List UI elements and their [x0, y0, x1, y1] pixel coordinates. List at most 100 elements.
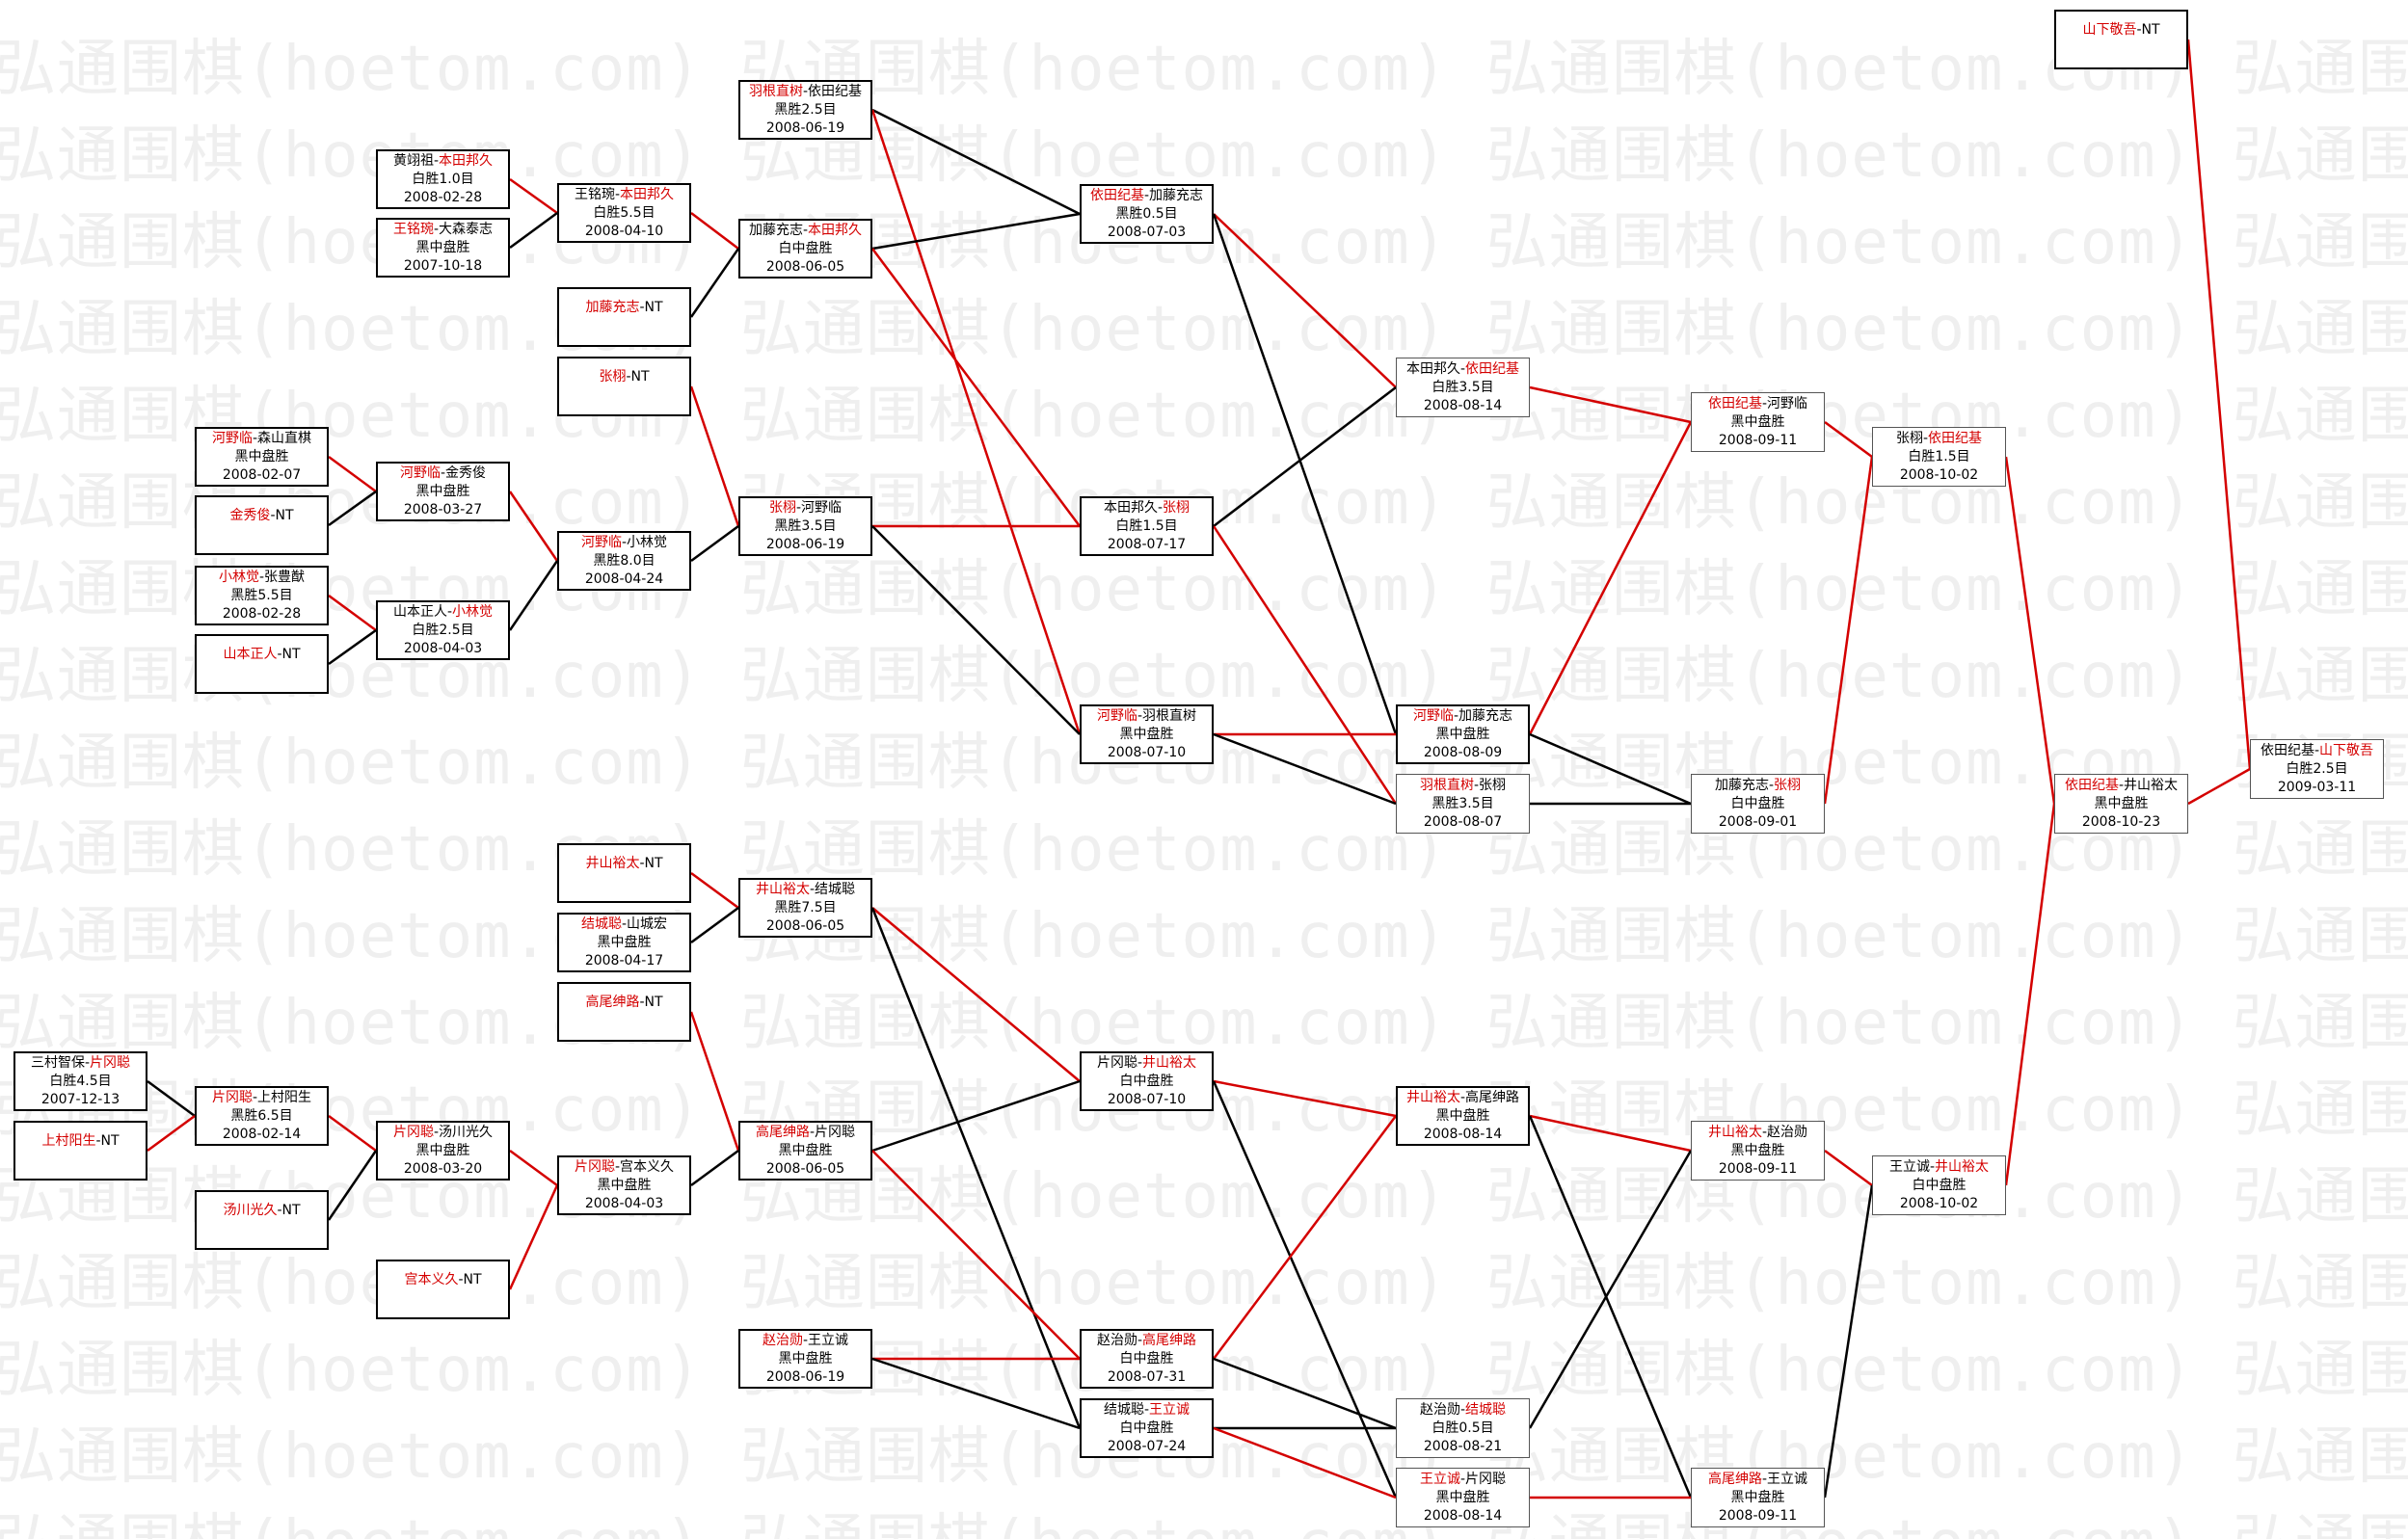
player-white: 依田纪基	[1465, 360, 1520, 377]
match-players: 小林觉-张豊猷	[219, 569, 305, 587]
match-players: 张栩-NT	[599, 368, 649, 386]
player-white: 片冈聪	[815, 1124, 856, 1140]
match-box-kamimura_nt: 上村阳生-NT	[13, 1121, 147, 1181]
match-result: 白胜2.5目	[412, 622, 474, 638]
player-black: 结城聪	[580, 915, 622, 932]
bracket-line-yoda_kato-to-kono_kato	[1212, 213, 1398, 735]
match-result: 白胜1.5目	[1908, 448, 1970, 464]
match-date: 2008-06-05	[765, 1160, 845, 1177]
player-black: 山本正人	[223, 647, 278, 662]
match-date: 2008-02-28	[222, 605, 302, 622]
bracket-line-iyama_takao-to-takao_wang	[1528, 1115, 1693, 1499]
player-white: 高尾绅路	[1142, 1332, 1197, 1348]
match-result: 白胜0.5目	[1431, 1420, 1494, 1436]
match-result: 黑胜2.5目	[774, 101, 837, 118]
match-date: 2008-04-24	[584, 570, 664, 587]
player-black: 赵治勋	[762, 1332, 803, 1348]
player-separator: -	[795, 499, 802, 516]
player-black: 张栩	[768, 499, 796, 516]
player-black: 王立诚	[1419, 1471, 1460, 1487]
bracket-line-yamamoto_nt-to-yamamoto_kobayashi	[328, 628, 377, 666]
player-white: 赵治勋	[1767, 1124, 1808, 1140]
player-white: 小林觉	[452, 603, 494, 620]
match-date: 2008-08-21	[1423, 1438, 1503, 1454]
player-white: 小林觉	[627, 534, 668, 550]
match-players: 片冈聪-宫本义久	[575, 1158, 674, 1177]
match-players: 依田纪基-井山裕太	[2065, 777, 2178, 795]
match-result: 白中盘胜	[1119, 1350, 1174, 1367]
player-separator: -	[1459, 1401, 1466, 1418]
player-white: 结城聪	[815, 881, 856, 897]
player-black: 河野临	[580, 534, 622, 550]
bracket-line-kato_nt-to-kato_honda	[689, 248, 740, 318]
player-black: 山本正人	[392, 603, 447, 620]
bracket-line-zhang_yoda-to-yoda_iyama	[2004, 456, 2056, 805]
player-black: 上村阳生	[41, 1133, 96, 1149]
player-white: NT	[644, 856, 663, 871]
match-date: 2008-04-10	[584, 223, 664, 239]
player-white: 王立诚	[808, 1332, 849, 1348]
match-date: 2009-03-11	[2277, 779, 2357, 795]
match-result: 黑中盘胜	[597, 934, 652, 950]
match-result: 黑中盘胜	[778, 1142, 833, 1158]
match-date: 2008-08-14	[1423, 1126, 1503, 1142]
match-result: 黑中盘胜	[778, 1350, 833, 1367]
match-date: 2007-10-18	[403, 257, 483, 274]
player-separator: -	[1761, 1124, 1768, 1140]
match-players: 王铭琬-本田邦久	[575, 186, 674, 204]
match-players: 河野临-金秀俊	[400, 464, 486, 483]
match-players: 宫本义久-NT	[404, 1271, 481, 1289]
player-black: 结城聪	[1103, 1401, 1144, 1418]
player-white: NT	[281, 647, 301, 662]
player-separator: -	[1459, 360, 1466, 377]
player-separator: -	[809, 1124, 816, 1140]
player-black: 高尾绅路	[755, 1124, 810, 1140]
player-white: 井山裕太	[1142, 1054, 1197, 1071]
bracket-line-honda_zhang-to-honda_yoda	[1213, 386, 1397, 527]
match-date: 2008-06-19	[765, 119, 845, 136]
bracket-line-takao_wang-to-wang_iyama	[1823, 1184, 1874, 1499]
match-players: 依田纪基-河野临	[1708, 395, 1807, 413]
player-white: 依田纪基	[808, 83, 863, 99]
bracket-line-kataoka_yukawa-to-kataoka_miyamoto	[509, 1149, 558, 1187]
player-white: NT	[275, 508, 294, 523]
bracket-line-wang_omori-to-wang_honda	[509, 211, 558, 250]
player-separator: -	[1453, 707, 1459, 724]
match-date: 2008-08-14	[1423, 397, 1503, 413]
bracket-line-iyama_yuki-to-yuki_wang	[870, 907, 1082, 1429]
player-white: NT	[2141, 22, 2160, 38]
player-white: 本田邦久	[439, 152, 494, 169]
match-date: 2008-03-27	[403, 501, 483, 517]
bracket-line-kim_nt-to-kono_kim	[328, 490, 377, 527]
bracket-line-kono_kim-to-kono_kobayashi	[508, 491, 559, 562]
bracket-line-takao_nt-to-takao_kataoka	[689, 1011, 740, 1152]
match-box-iyama_nt: 井山裕太-NT	[557, 843, 691, 903]
bracket-line-wang_honda-to-kato_honda	[690, 212, 739, 250]
match-result: 黑中盘胜	[1119, 726, 1174, 742]
player-black: 高尾绅路	[1707, 1471, 1762, 1487]
bracket-line-kono_kato-to-kato_zhang	[1529, 732, 1692, 806]
match-players: 高尾绅路-王立诚	[1708, 1471, 1807, 1489]
player-separator: -	[1143, 187, 1150, 203]
bracket-line-yamamoto_kobayashi-to-kono_kobayashi	[508, 560, 559, 631]
match-box-yamashita: 山下敬吾-NT	[2054, 10, 2188, 69]
player-white: 森山直棋	[257, 430, 312, 446]
match-date: 2008-10-02	[1899, 1195, 1979, 1211]
match-result: 黑中盘胜	[597, 1177, 652, 1193]
match-players: 上村阳生-NT	[41, 1132, 119, 1151]
